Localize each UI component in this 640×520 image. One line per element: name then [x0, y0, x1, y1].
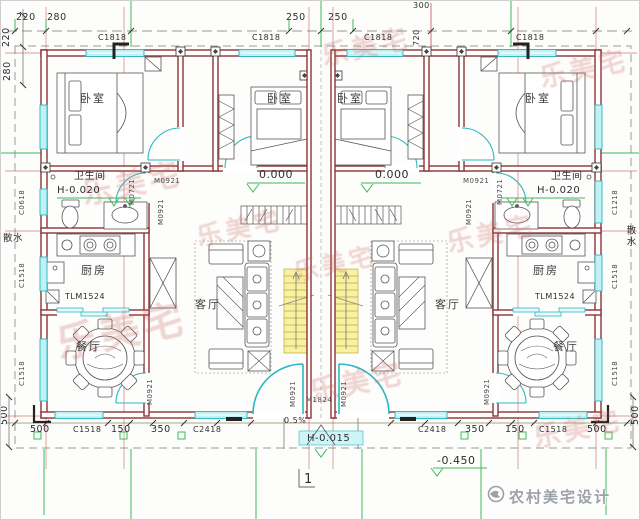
- room-living-left: 客厅: [195, 298, 221, 311]
- window-label-c1518-bottom-right: C1518: [539, 425, 568, 434]
- house-left-linework: [32, 42, 315, 424]
- room-bedroom-inner-right: 卧室: [337, 92, 363, 105]
- room-bedroom-outer-left: 卧室: [80, 92, 106, 105]
- side-windows: [39, 104, 603, 402]
- dim-right-500: 500: [630, 405, 640, 425]
- bathroom-fixtures: [50, 174, 148, 230]
- dim-left-280: 280: [2, 61, 13, 81]
- dim-bottom-150-right: 150: [505, 424, 525, 435]
- door-label-m0921: M0921: [465, 198, 473, 225]
- dining-table: [65, 318, 145, 398]
- dim-bottom-350-left: 350: [151, 424, 171, 435]
- room-bedroom-inner-left: 卧室: [267, 92, 293, 105]
- window-label-c2418-left: C2418: [193, 425, 222, 434]
- room-kitchen-right: 厨房: [533, 264, 559, 277]
- window-label-c0618: C0618: [18, 189, 26, 215]
- door-label-m0921: M0921: [340, 380, 348, 407]
- door-label-tlm1524-left: TLM1524: [65, 292, 106, 301]
- door-label-m0921: M0921: [154, 177, 181, 185]
- living-furniture: [194, 240, 272, 374]
- dim-bottom-350-right: 350: [465, 424, 485, 435]
- dim-top-250-left: 250: [286, 12, 306, 23]
- level-marks: [57, 182, 585, 477]
- room-bathroom-right: 卫生间: [551, 171, 583, 182]
- section-mark-line: [298, 469, 315, 488]
- dim-left-220: 220: [1, 27, 12, 47]
- room-dining-right: 餐厅: [553, 340, 579, 353]
- staircase: [278, 268, 315, 354]
- level-bath-right: H-0.020: [537, 185, 581, 196]
- entry-porch: [283, 418, 364, 458]
- door-label-m0921: M0921: [463, 177, 490, 185]
- slope-label: 0.5%: [284, 416, 307, 425]
- window-label-c1818: C1818: [516, 33, 545, 42]
- door-label-m0921: M0921: [289, 380, 297, 407]
- level-floor-right: 0.000: [375, 168, 409, 181]
- window-label-c1518-kitchen-left: C1518: [18, 262, 26, 288]
- window-label-c1218: C1218: [611, 189, 619, 215]
- dim-bottom-500-right: 500: [587, 424, 607, 435]
- door-label-m0921: M0921: [483, 378, 491, 405]
- room-living-right: 客厅: [435, 298, 461, 311]
- level-ground: -0.450: [437, 454, 476, 467]
- section-number: 1: [304, 472, 313, 487]
- window-label-c1518-dining-left: C1518: [18, 360, 26, 386]
- window-label-c1518-bottom-left: C1518: [73, 425, 102, 434]
- window-label-c1818: C1818: [98, 33, 127, 42]
- bedroom1-furniture: [56, 56, 162, 154]
- door-label-tlm1524-right: TLM1524: [535, 292, 576, 301]
- room-bedroom-outer-right: 卧室: [525, 92, 551, 105]
- level-bath-left: H-0.020: [57, 185, 101, 196]
- dim-top-250-right: 250: [328, 12, 348, 23]
- window-label-c1818: C1818: [252, 33, 281, 42]
- party-walls: [306, 49, 336, 419]
- dim-bottom-150-left: 150: [111, 424, 131, 435]
- window-label-c1518-kitchen-right: C1518: [611, 263, 619, 289]
- kitchen-fixtures: [45, 233, 177, 309]
- door-label-m0921: M0921: [146, 378, 154, 405]
- brand-logo-icon: [487, 485, 505, 503]
- level-porch: H-0.015: [307, 433, 351, 444]
- door-label-m0721-left: M0721: [128, 178, 136, 205]
- dimension-ticks: [5, 11, 637, 451]
- hall-cabinet: [240, 205, 308, 225]
- dim-top-300: 300: [413, 1, 430, 10]
- room-bathroom-left: 卫生间: [74, 171, 106, 182]
- apron-label-left: 散水: [3, 233, 24, 244]
- door-label-m0721-right: M0721: [496, 178, 504, 205]
- dim-top-220: 220: [16, 12, 36, 23]
- apron-label-right: 散水: [624, 225, 636, 248]
- window-label-c1518-dining-right: C1518: [611, 360, 619, 386]
- green-dim-squares: [33, 431, 613, 440]
- room-kitchen-left: 厨房: [81, 264, 107, 277]
- dim-left-500: 500: [0, 405, 10, 425]
- level-floor-left: 0.000: [259, 168, 293, 181]
- room-dining-left: 餐厅: [76, 340, 102, 353]
- bedroom2-furniture: [218, 86, 308, 166]
- window-label-c2418-right: C2418: [418, 425, 447, 434]
- door-label-m0921: M0921: [157, 198, 165, 225]
- dim-top-720: 720: [412, 29, 421, 46]
- brand-watermark: 农村美宅设计: [509, 488, 612, 506]
- door-label-m1824: M1824: [306, 396, 333, 404]
- window-label-c1818: C1818: [364, 33, 393, 42]
- eaves-dashed-outline: [14, 45, 632, 449]
- dim-bottom-500-left: 500: [30, 424, 50, 435]
- dim-top-280: 280: [47, 12, 67, 23]
